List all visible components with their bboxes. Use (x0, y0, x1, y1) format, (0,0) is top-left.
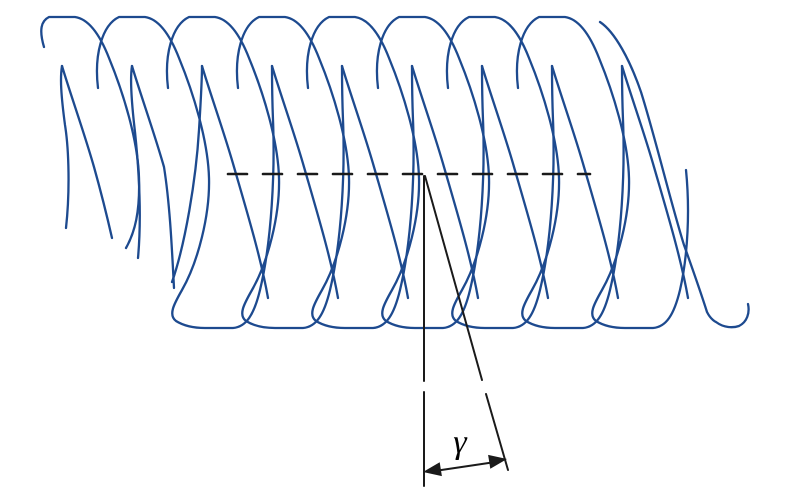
coil-spring-wireframe-stroke (200, 64, 270, 300)
coil-spring-wireframe-stroke (515, 15, 690, 330)
angle-double-arrow (423, 454, 507, 477)
coil-spring-wireframe-stroke (620, 64, 690, 300)
coil-spring-wireframe-stroke (129, 64, 141, 260)
angle-double-arrow-stroke (488, 454, 507, 469)
helix-angle-label: γ (453, 424, 468, 461)
coil-spring-wireframe-stroke (130, 64, 176, 290)
coil-spring-wireframe-stroke (550, 64, 620, 300)
coil-spring-wireframe-stroke (445, 15, 625, 330)
coil-spring-wireframe-stroke (270, 64, 340, 300)
coil-spring-wireframe-stroke (235, 15, 415, 330)
coil-spring-wireframe-stroke (170, 64, 204, 284)
coil-spring-wireframe-stroke (480, 64, 550, 300)
coil-spring-wireframe-stroke (598, 20, 750, 329)
coil-spring-wireframe-stroke (95, 15, 275, 330)
coil-spring-wireframe-stroke (59, 64, 70, 230)
coil-spring-wireframe-stroke (40, 15, 141, 250)
coil-spring-wireframe (40, 15, 750, 330)
coil-spring-wireframe-stroke (305, 15, 485, 330)
angle-double-arrow-stroke (437, 461, 493, 472)
helix-angle-reference-lines (423, 175, 509, 487)
angle-double-arrow-stroke (423, 462, 442, 477)
coil-spring-wireframe-stroke (165, 15, 345, 330)
coil-spring-wireframe-stroke (340, 64, 410, 300)
coil-spring-wireframe-stroke (375, 15, 555, 330)
helix-angle-reference-lines-stroke (424, 175, 509, 471)
coil-spring-wireframe-stroke (60, 64, 114, 240)
coil-spring-wireframe-stroke (410, 64, 480, 300)
